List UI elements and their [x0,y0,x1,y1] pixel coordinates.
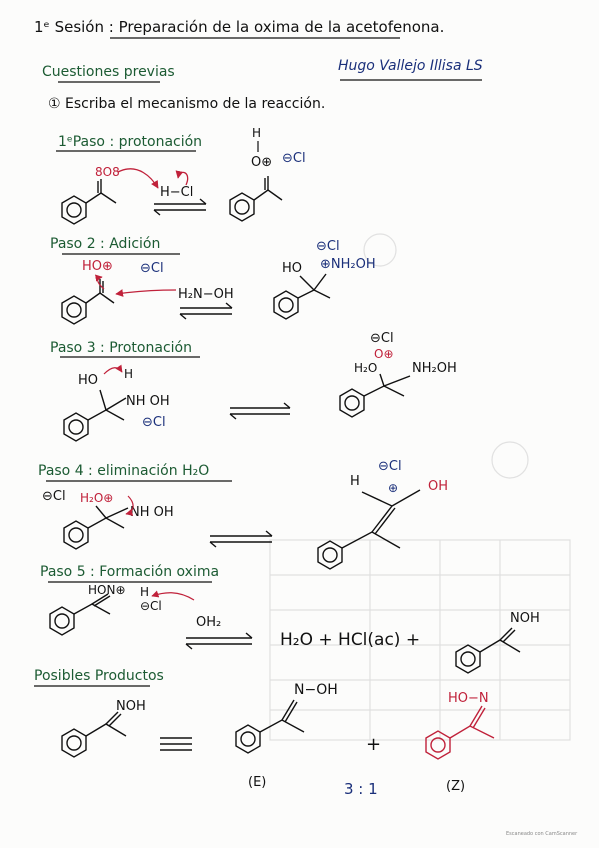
intermediate-3 [63,389,127,442]
z-isomer-label: HO−N [448,691,489,706]
oxonium-step2: HO⊕ [82,259,113,274]
z-isomer-tag: (Z) [446,779,465,794]
oxonium-label: O⊕ [251,155,272,170]
z-isomer [425,705,495,760]
intermediate-4 [63,505,129,550]
step-5-label: Paso 5 : Formación oxima [40,564,220,580]
nhoh-label-3: NH OH [126,394,170,409]
oxime-product-right [455,627,521,674]
hydroxyl-label-2: HO [282,261,302,276]
chloride-ion-2: ⊖Cl [140,261,164,276]
nhoh-label-3b: NH₂OH [412,361,457,376]
oxonium-label-3b: O⊕ [374,347,394,361]
carbonyl-oxygen-1: 8O8 [95,165,120,179]
step-4-label: Paso 4 : eliminación H₂O [38,463,210,479]
question-text: ① Escriba el mecanismo de la reacción. [48,96,326,112]
proton-label-3: H [124,367,133,381]
e-isomer [235,699,305,754]
chloride-ion-1: ⊖Cl [282,151,306,166]
chloride-ion-2b: ⊖Cl [316,239,340,254]
chloride-ion-6: ⊖Cl [140,599,162,613]
step-1-label: 1ᵉPaso : protonación [58,134,203,150]
protonated-ketone-2 [61,279,115,325]
intermediate-5 [49,593,111,636]
equilibrium-arrow-4 [209,530,273,548]
byproducts-text: H₂O + HCl(ac) + [280,630,421,650]
oxime-products-left [61,711,127,758]
oxime-label-right: NOH [510,611,540,626]
iminium-charge: ⊕ [388,481,398,495]
equilibrium-arrow-5 [185,632,253,650]
proton-label: H [252,126,261,140]
oxime-label-products: NOH [116,699,146,714]
equilibrium-arrow-3 [229,402,291,420]
equilibrium-arrow-1 [153,198,207,216]
chloride-ion-4: ⊖Cl [42,489,66,504]
hydroxylamine-reagent: H₂N−OH [178,287,234,302]
equivalence-sign [160,737,192,751]
water-label-3b: H₂O [354,361,377,375]
scanner-footer: Escaneado con CamScanner [506,831,578,837]
products-heading: Posibles Productos [34,668,164,684]
chloride-ion-5: ⊖Cl [378,459,402,474]
equilibrium-arrow-2 [179,302,233,320]
proton-label-4: H [350,474,360,489]
water-base: OH₂ [196,615,221,630]
oxime-intermediate-label: HON⊕ [88,583,126,597]
author-name: Hugo Vallejo Illisa LS [338,58,483,74]
e-isomer-label: N−OH [294,682,338,698]
protonated-ketone [229,176,283,222]
proton-label-5: H [140,585,149,599]
oximium-ion [317,489,421,570]
plus-sign: + [366,734,381,755]
ammonium-label-2: ⊕NH₂OH [320,257,376,272]
nhoh-label-4: NH OH [130,505,174,520]
chloride-ion-3: ⊖Cl [142,415,166,430]
step-2-label: Paso 2 : Adición [50,236,161,252]
session-title: 1ᵉ Sesión : Preparación de la oxima de l… [34,18,445,36]
water-leaving-group: H₂O⊕ [80,491,113,505]
step-3-label: Paso 3 : Protonación [50,340,192,356]
isomer-ratio: 3 : 1 [344,780,378,798]
chloride-ion-3b: ⊖Cl [370,331,394,346]
acetophenone-1 [61,179,117,225]
hcl-reagent: H−Cl [160,185,193,200]
section-heading: Cuestiones previas [42,64,175,80]
e-isomer-tag: (E) [248,775,266,790]
intermediate-3b [339,373,411,418]
tetrahedral-intermediate-2 [273,273,331,320]
hydroxyl-label-4: OH [428,479,448,494]
hydroxyl-label-3: HO [78,373,98,388]
